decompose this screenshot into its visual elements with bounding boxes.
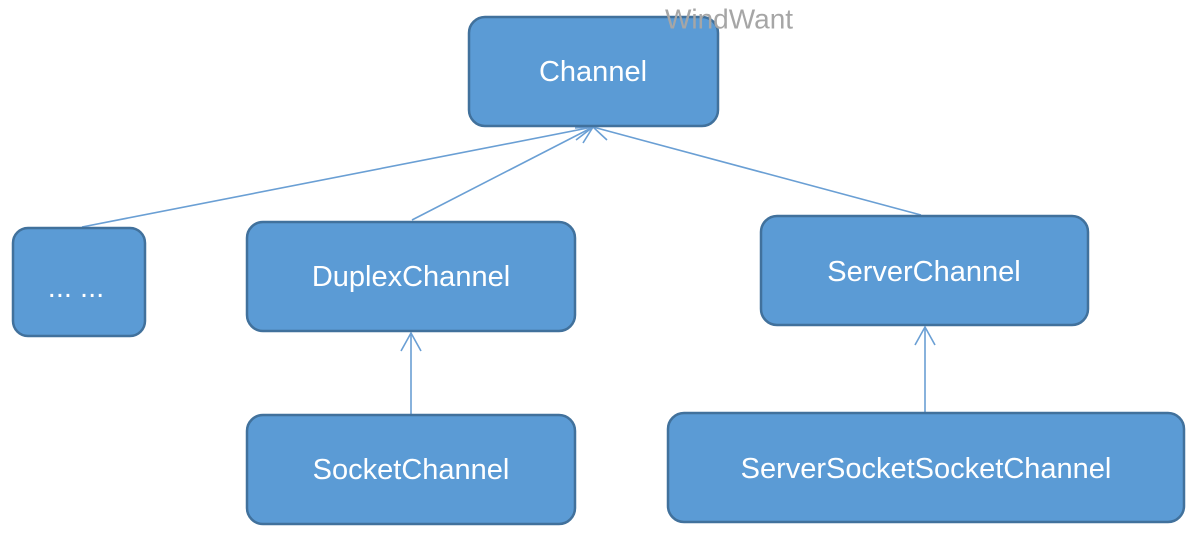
node-server-socket-socket-channel-label: ServerSocketSocketChannel <box>741 453 1112 485</box>
node-server-channel-label: ServerChannel <box>827 256 1020 288</box>
edge-socket-channel-to-duplex-channel <box>400 331 422 415</box>
edge-duplex-channel-to-channel <box>411 126 595 221</box>
node-server-channel: ServerChannel <box>759 214 1090 327</box>
watermark: WindWant <box>665 4 793 35</box>
edge-ellipsis-to-channel <box>81 123 595 228</box>
node-channel: Channel <box>467 15 720 128</box>
node-ellipsis: ... ... <box>11 226 147 338</box>
node-channel-label: Channel <box>539 56 647 88</box>
node-socket-channel: SocketChannel <box>245 413 577 526</box>
edge-server-channel-to-channel <box>591 121 922 216</box>
node-server-socket-socket-channel: ServerSocketSocketChannel <box>666 411 1186 524</box>
node-ellipsis-label: ... ... <box>48 272 104 304</box>
node-socket-channel-label: SocketChannel <box>313 454 510 486</box>
node-duplex-channel-label: DuplexChannel <box>312 261 510 293</box>
node-duplex-channel: DuplexChannel <box>245 220 577 333</box>
edge-server-socket-socket-channel-to-server-channel <box>914 325 936 412</box>
